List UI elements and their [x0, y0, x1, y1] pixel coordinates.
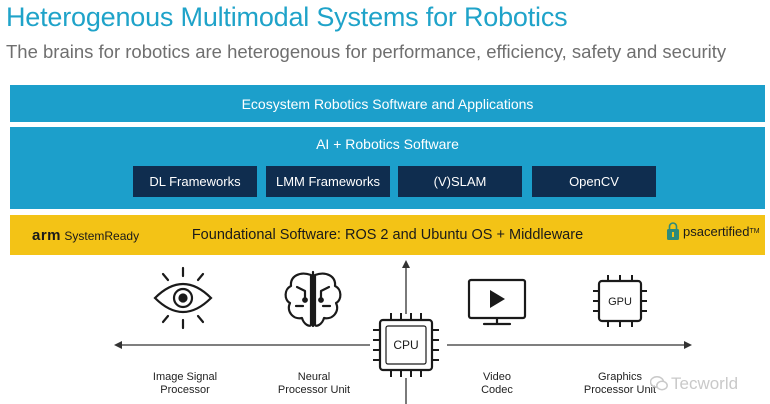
foundational-layer: Foundational Software: ROS 2 and Ubuntu …	[10, 215, 765, 255]
wechat-icon	[649, 376, 668, 391]
watermark-text: Tecworld	[671, 374, 739, 393]
psa-trademark: TM	[749, 227, 760, 235]
ecosystem-label: Ecosystem Robotics Software and Applicat…	[241, 95, 534, 112]
graphics-caption: Graphics Processor Unit	[572, 371, 668, 397]
graphics-caption-line2: Processor Unit	[583, 384, 657, 396]
processor-diagram: CPU GPU	[114, 260, 692, 404]
cpu-chip-icon: CPU	[373, 313, 439, 377]
cpu-label: CPU	[393, 338, 418, 352]
foundational-label: Foundational Software: ROS 2 and Ubuntu …	[191, 227, 584, 243]
watermark: Tecworld	[649, 374, 739, 394]
systemready-text: SystemReady	[64, 229, 140, 243]
codec-caption-line1: Video	[483, 371, 511, 383]
ai-robotics-label: AI + Robotics Software	[316, 136, 459, 152]
page-subtitle: The brains for robotics are heterogenous…	[6, 41, 727, 62]
psa-logo-text: psacertified	[683, 223, 750, 239]
npu-caption: Neural Processor Unit	[266, 371, 362, 397]
padlock-icon	[667, 222, 679, 240]
graphics-caption-line1: Graphics	[597, 371, 643, 383]
ecosystem-layer: Ecosystem Robotics Software and Applicat…	[10, 85, 765, 122]
page-title: Heterogenous Multimodal Systems for Robo…	[6, 2, 568, 32]
codec-caption: Video Codec	[467, 371, 527, 397]
framework-box-opencv: OpenCV	[532, 166, 656, 197]
framework-box-lmm: LMM Frameworks	[266, 166, 390, 197]
arm-systemready-logo: arm SystemReady	[32, 227, 139, 244]
arm-logo-text: arm	[32, 227, 62, 244]
eye-icon	[153, 266, 213, 330]
framework-box-vslam: (V)SLAM	[398, 166, 522, 197]
ai-robotics-layer: AI + Robotics Software DL Frameworks LMM…	[10, 127, 765, 209]
isp-caption-line1: Image Signal	[152, 371, 218, 383]
isp-caption-line2: Processor	[160, 384, 210, 396]
video-monitor-icon	[467, 278, 527, 326]
gpu-chip-icon: GPU	[593, 275, 647, 327]
framework-box-dl: DL Frameworks	[133, 166, 257, 197]
gpu-label: GPU	[608, 296, 632, 308]
npu-caption-line2: Processor Unit	[277, 384, 351, 396]
codec-caption-line2: Codec	[481, 384, 513, 396]
brain-icon	[284, 270, 342, 328]
isp-caption: Image Signal Processor	[140, 371, 230, 397]
npu-caption-line1: Neural	[297, 371, 331, 383]
